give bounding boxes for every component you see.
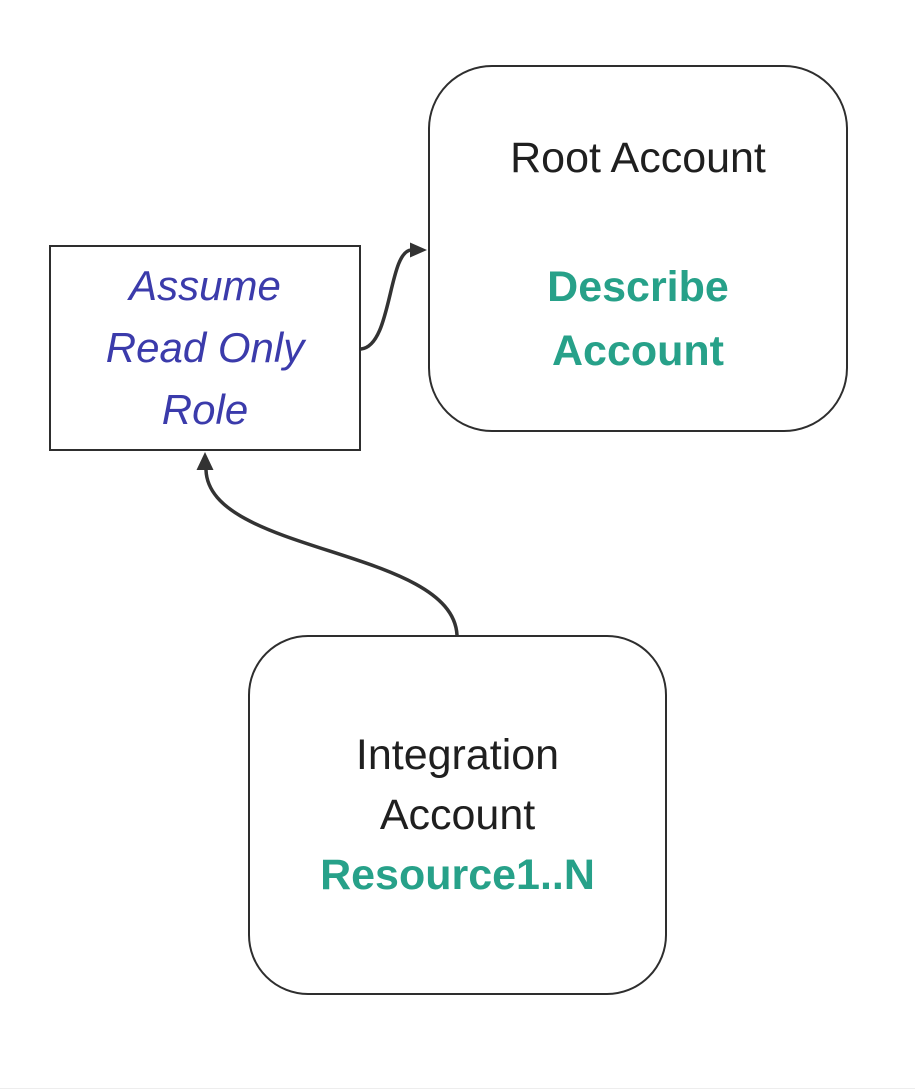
root-account-action-line2: Account	[552, 327, 724, 375]
integration-account-title-line2: Account	[379, 791, 536, 839]
assume-role-node: Assume Read Only Role	[49, 245, 361, 451]
integration-account-title-line1: Integration	[355, 731, 560, 779]
root-account-title: Root Account	[510, 134, 766, 182]
root-account-action: Describe Account	[430, 255, 846, 383]
arrow-integration-to-assume	[196, 452, 459, 637]
arrow-assume-to-root	[359, 242, 427, 351]
assume-role-label-line2: Read Only	[105, 324, 305, 371]
integration-account-resources: Resource1..N	[320, 851, 595, 899]
bottom-divider	[0, 1088, 915, 1089]
integration-account-node: Integration Account Resource1..N	[248, 635, 667, 995]
arrowhead-right-icon	[410, 242, 427, 258]
root-account-action-line1: Describe	[547, 263, 729, 311]
root-account-node: Root Account Describe Account	[428, 65, 848, 432]
arrowhead-up-icon	[196, 452, 214, 470]
assume-role-label-line3: Role	[161, 386, 249, 433]
assume-role-label-line1: Assume	[129, 262, 281, 309]
